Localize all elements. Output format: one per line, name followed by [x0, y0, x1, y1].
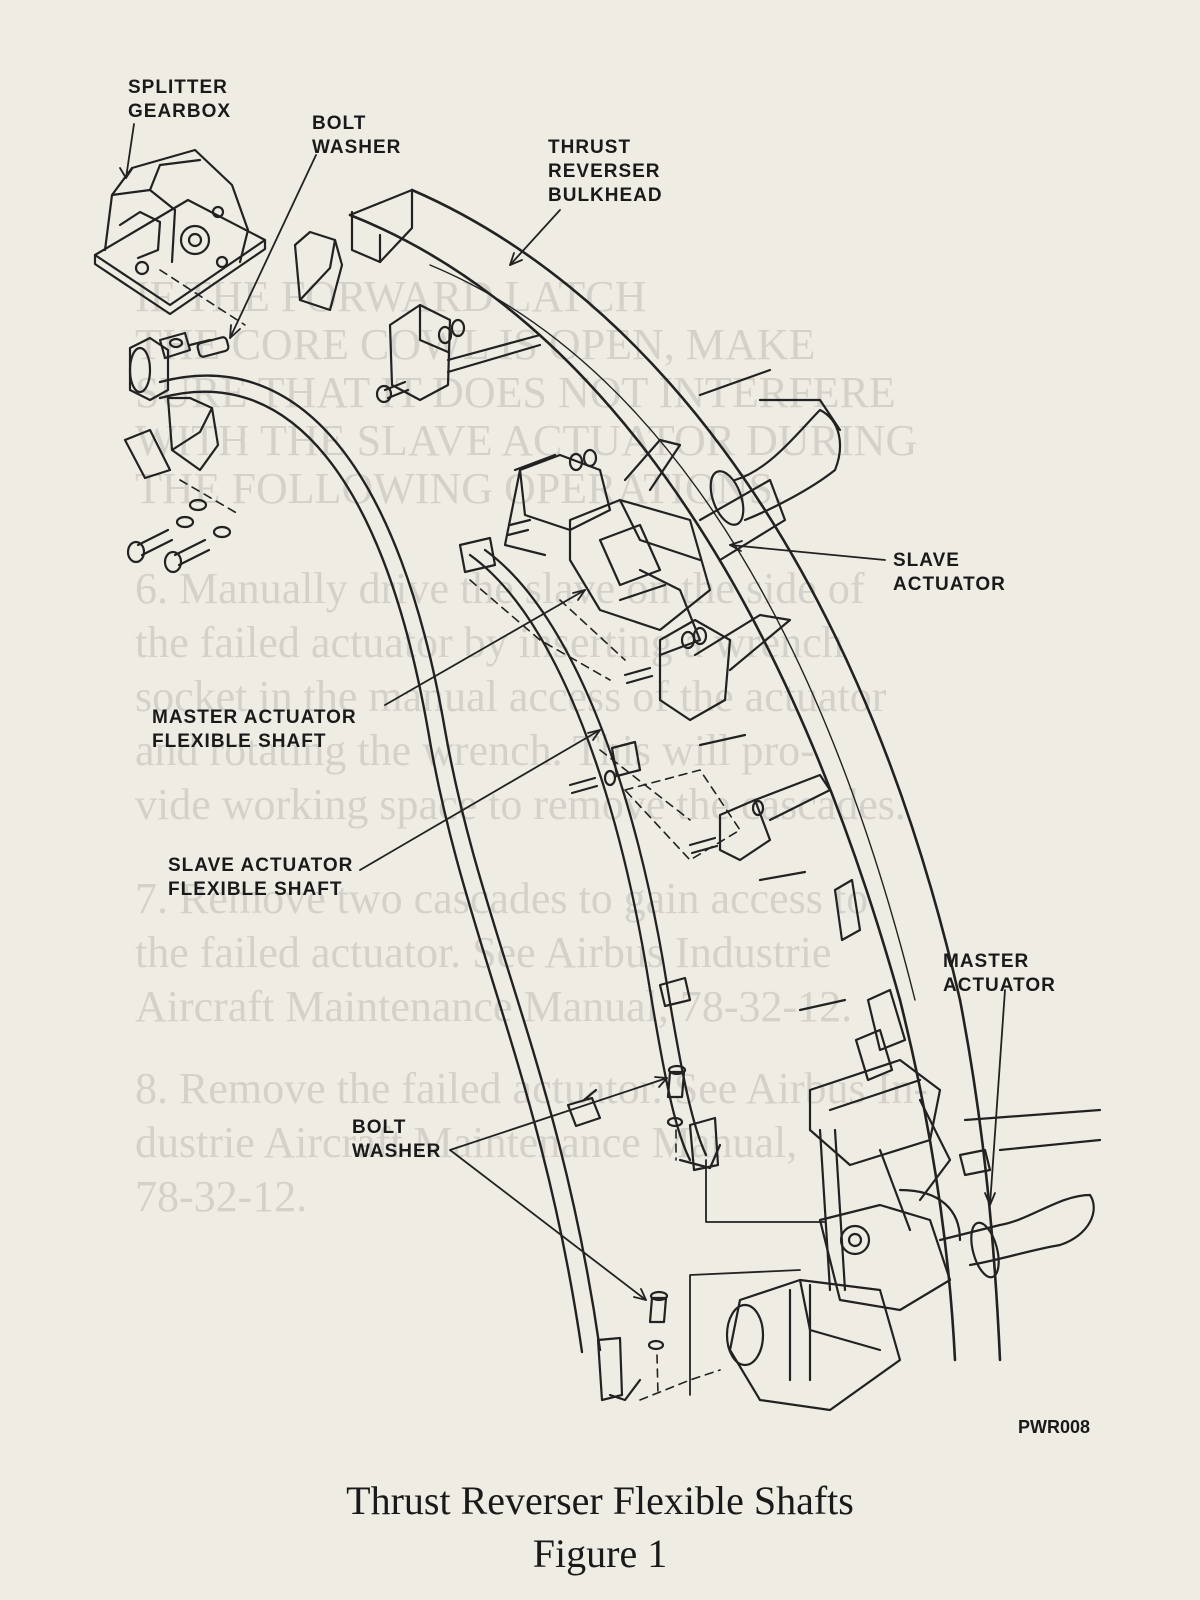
bolt-washer-set-top [126, 318, 466, 574]
label-line: WASHER [352, 1141, 442, 1162]
slave-actuator [503, 368, 842, 722]
label-line: REVERSER [548, 161, 661, 182]
splitter-gearbox [93, 148, 267, 316]
drawing-code: PWR008 [1018, 1417, 1091, 1437]
bulkhead-frame [348, 188, 1002, 1362]
label-master-actuator: MASTER ACTUATOR [943, 950, 1056, 998]
connector-lines [689, 1159, 826, 1396]
label-line: THRUST [548, 137, 632, 158]
alignment-lines [159, 269, 741, 1401]
label-line: FLEXIBLE SHAFT [152, 731, 327, 752]
bulkhead-upper-mount [388, 303, 542, 402]
upper-brackets [123, 230, 344, 480]
label-line: MASTER [943, 951, 1030, 972]
figure-number: Figure 1 [532, 1531, 668, 1576]
label-line: ACTUATOR [943, 975, 1056, 996]
label-splitter-gearbox: SPLITTER GEARBOX [128, 76, 231, 124]
label-line: ACTUATOR [893, 574, 1006, 595]
figure-title: Thrust Reverser Flexible Shafts [346, 1478, 854, 1523]
label-bolt-washer-top: BOLT WASHER [312, 112, 401, 160]
label-line: SLAVE [893, 550, 960, 571]
label-line: SLAVE ACTUATOR [168, 855, 354, 876]
label-thrust-reverser-bulkhead: THRUST REVERSER BULKHEAD [548, 136, 663, 208]
master-actuator-flexible-shaft [128, 336, 642, 1402]
label-line: GEARBOX [128, 101, 232, 122]
label-slave-actuator-flexible-shaft: SLAVE ACTUATOR FLEXIBLE SHAFT [168, 854, 353, 902]
label-master-actuator-flexible-shaft: MASTER ACTUATOR FLEXIBLE SHAFT [152, 706, 357, 754]
label-line: FLEXIBLE SHAFT [168, 879, 343, 900]
leader-lines [119, 123, 1006, 1301]
label-slave-actuator: SLAVE ACTUATOR [893, 549, 1006, 597]
label-line: SPLITTER [128, 77, 228, 98]
bolt-washer-set-bottom [647, 1064, 687, 1351]
label-line: BOLT [352, 1117, 407, 1138]
label-line: MASTER ACTUATOR [152, 707, 357, 728]
label-line: WASHER [312, 137, 402, 158]
label-line: BOLT [312, 113, 367, 134]
label-line: BULKHEAD [548, 185, 663, 206]
mid-brackets [568, 769, 907, 1082]
master-actuator [725, 1058, 1102, 1412]
label-bolt-washer-bottom: BOLT WASHER [352, 1116, 441, 1164]
slave-actuator-flexible-shaft [458, 536, 722, 1172]
